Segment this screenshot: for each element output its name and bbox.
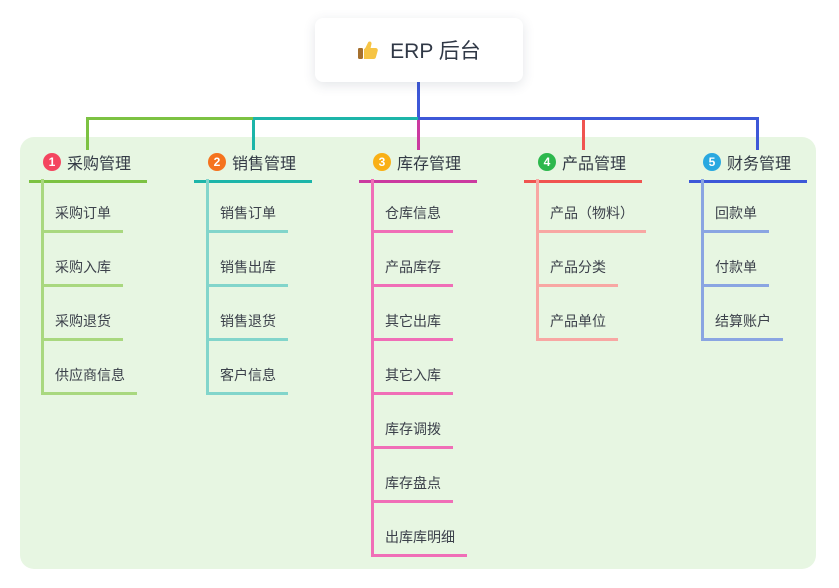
child-label: 供应商信息 <box>41 365 137 395</box>
branch-drop-line <box>416 120 420 150</box>
child-label: 仓库信息 <box>371 203 453 233</box>
branch-children: 采购订单 采购入库 采购退货 供应商信息 <box>41 183 181 395</box>
child-node[interactable]: 采购订单 <box>41 183 181 233</box>
child-label: 产品库存 <box>371 257 453 287</box>
root-connector-line <box>416 82 420 120</box>
child-node[interactable]: 供应商信息 <box>41 341 181 395</box>
child-label: 销售订单 <box>206 203 288 233</box>
child-node[interactable]: 产品（物料） <box>536 183 676 233</box>
branch-label: 采购管理 <box>67 156 132 173</box>
branch-number-badge: 4 <box>538 153 556 171</box>
child-label: 产品分类 <box>536 257 618 287</box>
branch-child-connector-line <box>371 179 374 557</box>
branch: 3 库存管理 仓库信息 产品库存 其它出库 其它入库 库存调拨 库存盘点 出库库… <box>359 148 511 557</box>
branch-label: 销售管理 <box>232 156 297 173</box>
bus-segment-left <box>85 117 253 120</box>
child-node[interactable]: 库存调拨 <box>371 395 511 449</box>
child-label: 库存调拨 <box>371 419 453 449</box>
branch: 2 销售管理 销售订单 销售出库 销售退货 客户信息 <box>194 148 346 395</box>
branch-title[interactable]: 5 财务管理 <box>689 148 807 183</box>
branch-label: 财务管理 <box>727 156 792 173</box>
branch-number-badge: 3 <box>373 153 391 171</box>
branch-label: 库存管理 <box>397 156 462 173</box>
child-label: 采购订单 <box>41 203 123 233</box>
child-node[interactable]: 销售订单 <box>206 183 346 233</box>
branch-children: 产品（物料） 产品分类 产品单位 <box>536 183 676 341</box>
branch: 1 采购管理 采购订单 采购入库 采购退货 供应商信息 <box>29 148 181 395</box>
bus-segment-right <box>418 117 759 120</box>
branch-children: 回款单 付款单 结算账户 <box>701 183 839 341</box>
child-node[interactable]: 回款单 <box>701 183 839 233</box>
child-node[interactable]: 付款单 <box>701 233 839 287</box>
branch-child-connector-line <box>536 179 539 341</box>
child-label: 结算账户 <box>701 311 783 341</box>
child-node[interactable]: 产品单位 <box>536 287 676 341</box>
child-node[interactable]: 采购入库 <box>41 233 181 287</box>
branches-panel <box>20 137 816 569</box>
child-label: 其它入库 <box>371 365 453 395</box>
child-label: 采购退货 <box>41 311 123 341</box>
child-label: 销售退货 <box>206 311 288 341</box>
root-node[interactable]: ERP 后台 <box>315 18 523 82</box>
branch-title[interactable]: 2 销售管理 <box>194 148 312 183</box>
child-label: 销售出库 <box>206 257 288 287</box>
branch-number-badge: 1 <box>43 153 61 171</box>
branch-children: 销售订单 销售出库 销售退货 客户信息 <box>206 183 346 395</box>
child-label: 出库库明细 <box>371 527 467 557</box>
child-node[interactable]: 产品库存 <box>371 233 511 287</box>
child-label: 产品（物料） <box>536 203 646 233</box>
bus-segment-middle <box>253 117 418 120</box>
child-node[interactable]: 销售退货 <box>206 287 346 341</box>
child-node[interactable]: 出库库明细 <box>371 503 511 557</box>
branch-child-connector-line <box>701 179 704 341</box>
thumbs-up-icon <box>358 41 378 59</box>
branch: 4 产品管理 产品（物料） 产品分类 产品单位 <box>524 148 676 341</box>
branch-number-badge: 2 <box>208 153 226 171</box>
child-label: 客户信息 <box>206 365 288 395</box>
child-node[interactable]: 仓库信息 <box>371 183 511 233</box>
child-label: 付款单 <box>701 257 769 287</box>
branch-drop-line <box>85 120 89 150</box>
child-label: 回款单 <box>701 203 769 233</box>
child-label: 采购入库 <box>41 257 123 287</box>
branch-child-connector-line <box>206 179 209 395</box>
child-label: 其它出库 <box>371 311 453 341</box>
child-node[interactable]: 客户信息 <box>206 341 346 395</box>
branch-label: 产品管理 <box>562 156 627 173</box>
branch-title[interactable]: 1 采购管理 <box>29 148 147 183</box>
branch: 5 财务管理 回款单 付款单 结算账户 <box>689 148 839 341</box>
child-node[interactable]: 销售出库 <box>206 233 346 287</box>
child-node[interactable]: 产品分类 <box>536 233 676 287</box>
child-node[interactable]: 结算账户 <box>701 287 839 341</box>
child-node[interactable]: 其它出库 <box>371 287 511 341</box>
child-node[interactable]: 其它入库 <box>371 341 511 395</box>
branch-drop-line <box>251 120 255 150</box>
branch-children: 仓库信息 产品库存 其它出库 其它入库 库存调拨 库存盘点 出库库明细 <box>371 183 511 557</box>
branch-drop-line <box>755 120 759 150</box>
branch-number-badge: 5 <box>703 153 721 171</box>
child-label: 产品单位 <box>536 311 618 341</box>
branch-child-connector-line <box>41 179 44 395</box>
child-node[interactable]: 采购退货 <box>41 287 181 341</box>
branch-title[interactable]: 4 产品管理 <box>524 148 642 183</box>
branch-drop-line <box>581 120 585 150</box>
child-label: 库存盘点 <box>371 473 453 503</box>
root-label: ERP 后台 <box>390 40 481 63</box>
child-node[interactable]: 库存盘点 <box>371 449 511 503</box>
branch-title[interactable]: 3 库存管理 <box>359 148 477 183</box>
